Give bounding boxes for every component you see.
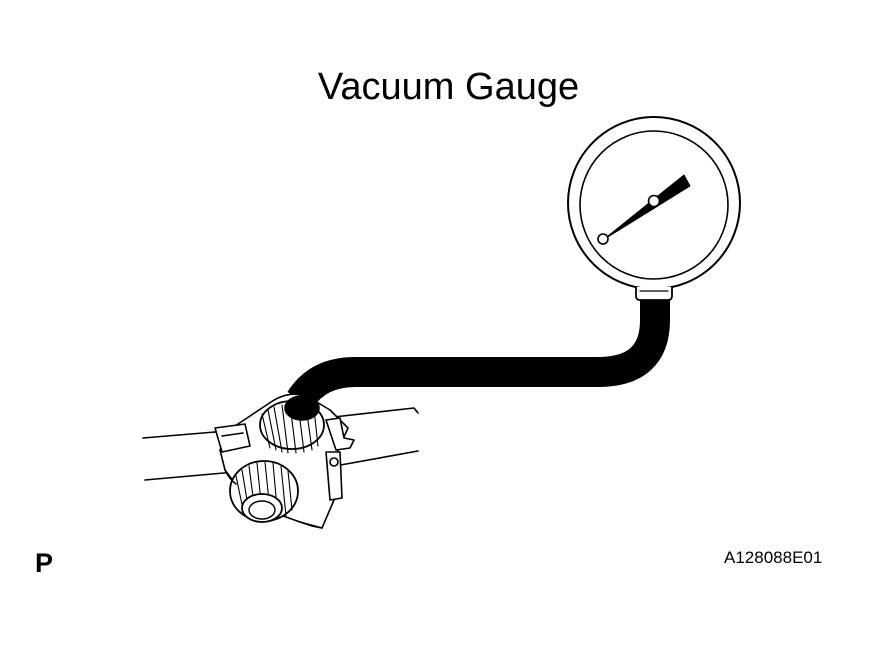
hose-icon [287, 290, 670, 409]
corner-letter: P [35, 548, 54, 578]
gauge-needle-icon [597, 174, 691, 245]
figure-id: A128088E01 [724, 548, 823, 567]
vacuum-switching-valve-icon [142, 393, 419, 529]
diagram-title: Vacuum Gauge [317, 66, 580, 108]
